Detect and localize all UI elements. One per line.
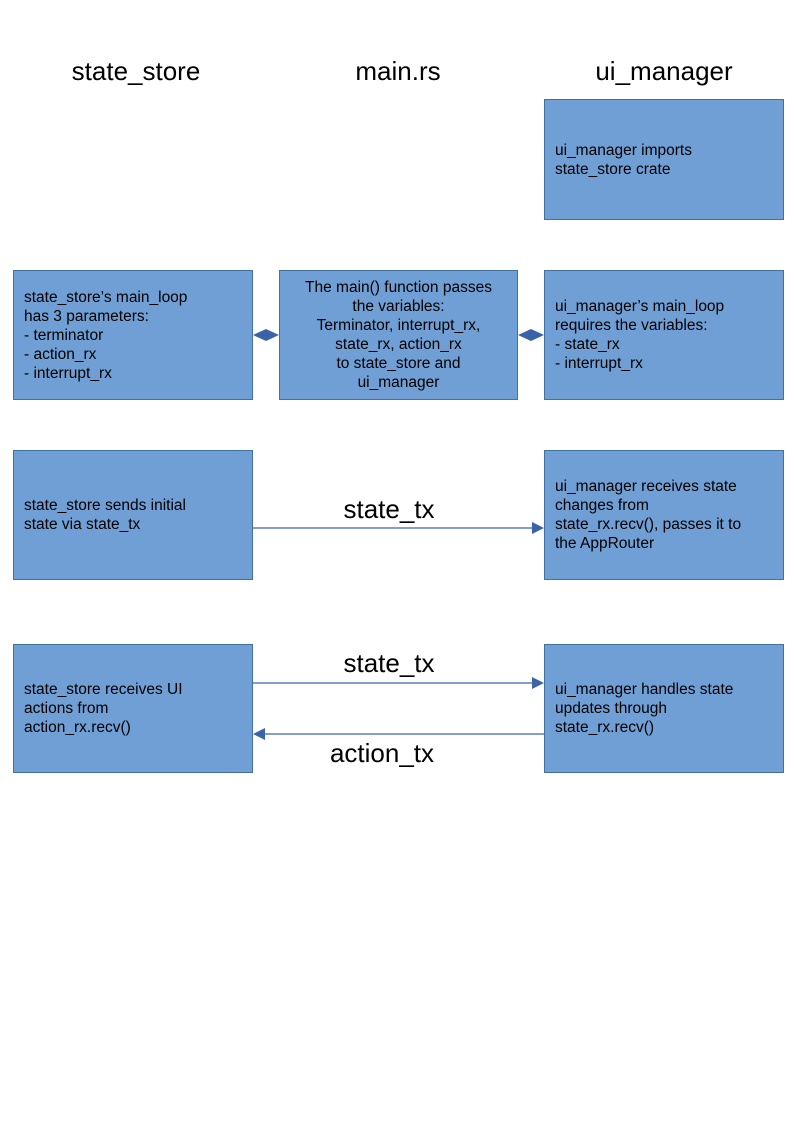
arrow-label-state-tx-row3: state_tx [343,494,435,524]
double-arrow-main-ui [518,329,544,341]
box-main-function: The main() function passes the variables… [279,270,518,400]
box-text: state_store sends initial state via stat… [24,497,186,533]
box-state-store-main-loop: state_store’s main_loop has 3 parameters… [13,270,253,400]
box-text: state_store receives UI actions from act… [24,681,183,736]
arrow-state-tx-row3 [253,522,544,534]
box-ui-manager-receives: ui_manager receives state changes from s… [544,450,784,580]
box-state-store-receives: state_store receives UI actions from act… [13,644,253,773]
double-arrow-store-main [253,329,279,341]
header-state-store: state_store [71,56,201,86]
box-text: ui_manager handles state updates through… [555,681,734,736]
box-ui-manager-handles: ui_manager handles state updates through… [544,644,784,773]
box-text: ui_manager’s main_loop requires the vari… [555,298,725,372]
header-main-rs: main.rs [355,56,441,86]
box-ui-manager-imports: ui_manager imports state_store crate [544,99,784,220]
box-text: ui_manager imports state_store crate [555,141,692,178]
header-ui-manager: ui_manager [595,56,733,86]
arrow-label-state-tx-row4: state_tx [343,648,435,678]
box-text: state_store’s main_loop has 3 parameters… [24,288,188,382]
arrow-action-tx-row4 [253,728,544,740]
box-text: ui_manager receives state changes from s… [555,478,742,552]
arrow-label-action-tx-row4: action_tx [329,738,435,768]
arrow-state-tx-row4 [253,677,544,689]
box-ui-manager-main-loop: ui_manager’s main_loop requires the vari… [544,270,784,400]
box-state-store-sends: state_store sends initial state via stat… [13,450,253,580]
box-text: The main() function passes the variables… [305,279,492,391]
